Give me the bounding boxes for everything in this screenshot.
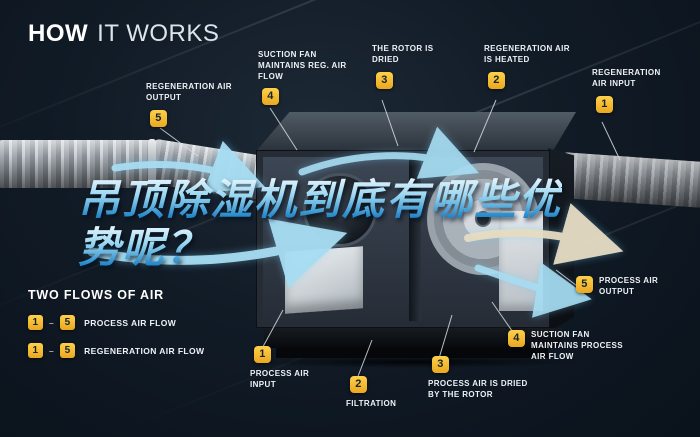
legend-row-regeneration-flow: 1 – 5 REGENERATION AIR FLOW <box>28 343 204 358</box>
label-regeneration-air-output: REGENERATION AIR OUTPUT 5 <box>146 82 232 127</box>
legend-two-flows: TWO FLOWS OF AIR 1 – 5 PROCESS AIR FLOW … <box>28 288 204 358</box>
step-badge: 4 <box>508 330 525 347</box>
step-badge: 2 <box>350 376 367 393</box>
step-badge: 3 <box>376 71 393 89</box>
label-filtration: 2 FILTRATION <box>346 376 418 410</box>
step-text: FILTRATION <box>346 399 397 408</box>
unit-base <box>264 328 562 348</box>
step-badge: 5 <box>150 109 167 127</box>
label-rotor-is-dried: THE ROTOR IS DRIED 3 <box>372 44 444 89</box>
unit-base-foot <box>276 348 548 358</box>
legend-badge-to: 5 <box>60 343 76 358</box>
label-regeneration-air-heated: REGENERATION AIR IS HEATED 2 <box>484 44 580 89</box>
legend-separator: – <box>49 345 55 356</box>
title-primary: HOW <box>28 20 89 47</box>
label-regeneration-air-input: REGENERATION AIR INPUT 1 <box>592 68 674 113</box>
chinese-headline-overlay: 吊顶除湿机到底有哪些优 势呢？ <box>78 176 562 272</box>
compartment-divider <box>409 157 421 321</box>
headline-line-2: 势呢？ <box>78 223 562 272</box>
legend-separator: – <box>49 317 55 328</box>
legend-label: PROCESS AIR FLOW <box>84 317 177 328</box>
legend-badge-to: 5 <box>60 315 76 330</box>
title-secondary: IT WORKS <box>97 20 220 47</box>
legend-badge-from: 1 <box>28 315 43 330</box>
unit-top-face <box>257 112 576 150</box>
step-badge: 1 <box>596 95 613 113</box>
step-text: REGENERATION AIR IS HEATED <box>484 44 570 64</box>
step-text: PROCESS AIR OUTPUT <box>599 276 659 296</box>
page-title: HOW IT WORKS <box>28 20 219 48</box>
step-text: PROCESS AIR INPUT <box>250 369 310 389</box>
step-badge: 1 <box>254 346 271 363</box>
step-badge: 3 <box>432 356 449 373</box>
label-process-air-input: 1 PROCESS AIR INPUT <box>250 346 332 391</box>
legend-badge-from: 1 <box>28 343 43 358</box>
legend-title: TWO FLOWS OF AIR <box>28 288 164 302</box>
legend-label: REGENERATION AIR FLOW <box>84 345 205 356</box>
step-text: PROCESS AIR IS DRIED BY THE ROTOR <box>428 379 528 399</box>
unit-shadow <box>242 356 586 368</box>
headline-line-1: 吊顶除湿机到底有哪些优 <box>78 175 563 224</box>
step-badge: 5 <box>576 276 593 293</box>
step-text: THE ROTOR IS DRIED <box>372 44 434 64</box>
label-process-air-dried-by-rotor: 3 PROCESS AIR IS DRIED BY THE ROTOR <box>428 356 540 401</box>
step-text: REGENERATION AIR OUTPUT <box>146 82 232 102</box>
label-process-air-output: 5 PROCESS AIR OUTPUT <box>576 276 688 298</box>
label-suction-fan-reg-air-flow: SUCTION FAN MAINTAINS REG. AIR FLOW 4 <box>258 50 354 106</box>
step-badge: 4 <box>262 88 279 106</box>
legend-row-process-flow: 1 – 5 PROCESS AIR FLOW <box>28 315 204 330</box>
step-text: REGENERATION AIR INPUT <box>592 68 661 88</box>
step-text: SUCTION FAN MAINTAINS PROCESS AIR FLOW <box>531 330 623 361</box>
step-text: SUCTION FAN MAINTAINS REG. AIR FLOW <box>258 50 347 81</box>
rotor-hub <box>475 211 491 227</box>
step-badge: 2 <box>488 71 505 89</box>
